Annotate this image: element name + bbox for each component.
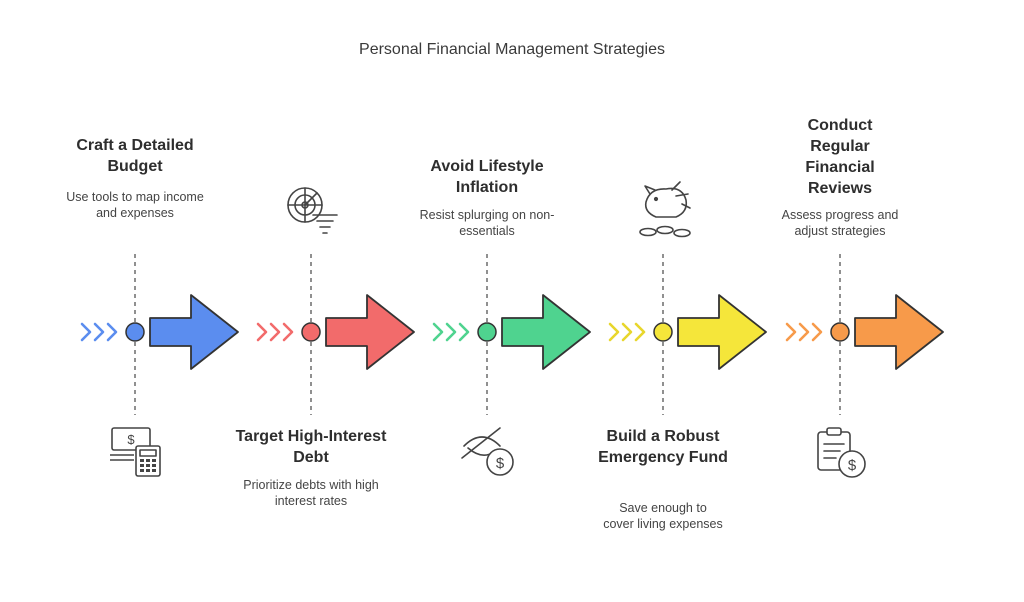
- step-2-marker: [301, 322, 321, 342]
- step-4-arrow-group: [608, 294, 767, 370]
- money-calculator-icon: $: [110, 427, 161, 477]
- clipboard-dollar-icon: $: [817, 427, 866, 478]
- diagram-title: Personal Financial Management Strategies: [359, 41, 665, 58]
- step-5-marker: [830, 322, 850, 342]
- step-4-heading: Build a Robust Emergency Fund: [598, 428, 728, 466]
- chevron-icon: [269, 322, 281, 342]
- step-3-description: Resist splurging on non-essentials: [419, 208, 555, 238]
- step-1-heading: Craft a Detailed Budget: [76, 137, 194, 175]
- step-3-heading: Avoid Lifestyle Inflation: [430, 158, 544, 196]
- step-1-arrow-group: [80, 294, 239, 370]
- step-3-arrow: [501, 294, 591, 370]
- step-4-description: Save enough to cover living expenses: [603, 501, 723, 531]
- chevron-icon: [445, 322, 457, 342]
- svg-text:$: $: [848, 457, 857, 474]
- step-2-arrow-group: [256, 294, 415, 370]
- chevron-icon: [432, 322, 444, 342]
- step-2-arrow: [325, 294, 415, 370]
- step-3-marker: [477, 322, 497, 342]
- no-spending-icon: $: [461, 427, 514, 476]
- chevron-icon: [106, 322, 118, 342]
- step-5-heading: Conduct Regular Financial Reviews: [805, 117, 875, 197]
- chevron-icon: [798, 322, 810, 342]
- step-2-heading: Target High-Interest Debt: [235, 428, 387, 466]
- step-1-description: Use tools to map income and expenses: [66, 190, 204, 220]
- chevron-icon: [811, 322, 823, 342]
- step-3-arrow-group: [432, 294, 591, 370]
- step-5-arrow-group: [785, 294, 944, 370]
- piggy-bank-coins-icon: [639, 181, 691, 238]
- step-5-description: Assess progress and adjust strategies: [781, 208, 899, 238]
- chevron-icon: [608, 322, 620, 342]
- svg-text:$: $: [127, 432, 135, 447]
- chevron-icon: [282, 322, 294, 342]
- step-1-arrow: [149, 294, 239, 370]
- chevron-icon: [256, 322, 268, 342]
- chevron-icon: [80, 322, 92, 342]
- radar-funnel-icon: [287, 187, 338, 234]
- svg-text:$: $: [496, 455, 505, 472]
- step-5-arrow: [854, 294, 944, 370]
- step-2-description: Prioritize debts with high interest rate…: [243, 478, 379, 508]
- step-4-arrow: [677, 294, 767, 370]
- chevron-icon: [634, 322, 646, 342]
- chevron-icon: [621, 322, 633, 342]
- step-4-marker: [653, 322, 673, 342]
- chevron-icon: [785, 322, 797, 342]
- step-1-marker: [125, 322, 145, 342]
- chevron-icon: [93, 322, 105, 342]
- chevron-icon: [458, 322, 470, 342]
